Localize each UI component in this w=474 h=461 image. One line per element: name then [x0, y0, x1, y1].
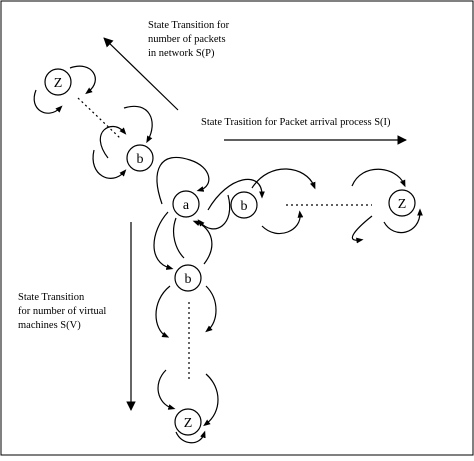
arc-right-z-top: [351, 168, 406, 188]
arc-a-to-right-b: [207, 178, 265, 211]
arc-down-z-left: [157, 369, 176, 410]
node-right-z-label: Z: [398, 197, 407, 212]
arc-diag-b-left: [99, 126, 127, 159]
vm-label-line1: State Transition: [18, 292, 85, 303]
arc-down-z-bottom: [175, 430, 206, 444]
node-right-b: b: [230, 191, 258, 219]
node-right-z: Z: [388, 189, 416, 217]
node-a: a: [172, 190, 200, 218]
arc-a-down-inner: [172, 217, 185, 259]
node-down-z: Z: [174, 408, 202, 436]
arc-diag-b-top: [123, 105, 153, 144]
arc-a-to-down-b: [153, 211, 174, 270]
arc-down-b-right: [205, 285, 217, 333]
packets-direction-arrow: [103, 37, 179, 111]
arc-right-b-to-a: [197, 194, 231, 230]
arc-right-z-right: [383, 208, 423, 234]
arc-right-b-back: [261, 210, 304, 235]
node-diag-z-label: Z: [54, 76, 63, 91]
arc-down-b-left: [155, 285, 171, 338]
vm-label-line3: machines S(V): [18, 320, 81, 331]
node-a-label: a: [183, 198, 190, 213]
arc-right-b-forward: [251, 168, 316, 190]
arc-down-b-to-a: [192, 220, 213, 265]
node-down-b: b: [174, 264, 202, 292]
arc-right-z-loop: [351, 215, 373, 244]
node-diag-z: Z: [44, 68, 72, 96]
arc-diag-z-loop: [33, 89, 63, 114]
packets-label-line2: number of packets: [148, 34, 226, 45]
vm-label-line2: for number of virtual: [18, 306, 106, 317]
node-right-b-label: b: [241, 199, 248, 214]
arc-down-z-right: [203, 373, 219, 427]
node-diag-b-label: b: [137, 152, 144, 167]
arc-diag-z-right: [69, 65, 96, 95]
diag-dotted-chain: [77, 97, 121, 139]
arc-a-to-diag-b: [156, 156, 210, 205]
packets-label-line3: in network S(P): [148, 48, 215, 59]
node-diag-b: b: [126, 144, 154, 172]
arc-diag-b-loop: [92, 149, 127, 179]
node-down-b-label: b: [185, 272, 192, 287]
node-down-z-label: Z: [184, 416, 193, 431]
arrival-label: State Trasition for Packet arrival proce…: [201, 117, 391, 128]
packets-label-line1: State Transition for: [148, 20, 230, 31]
